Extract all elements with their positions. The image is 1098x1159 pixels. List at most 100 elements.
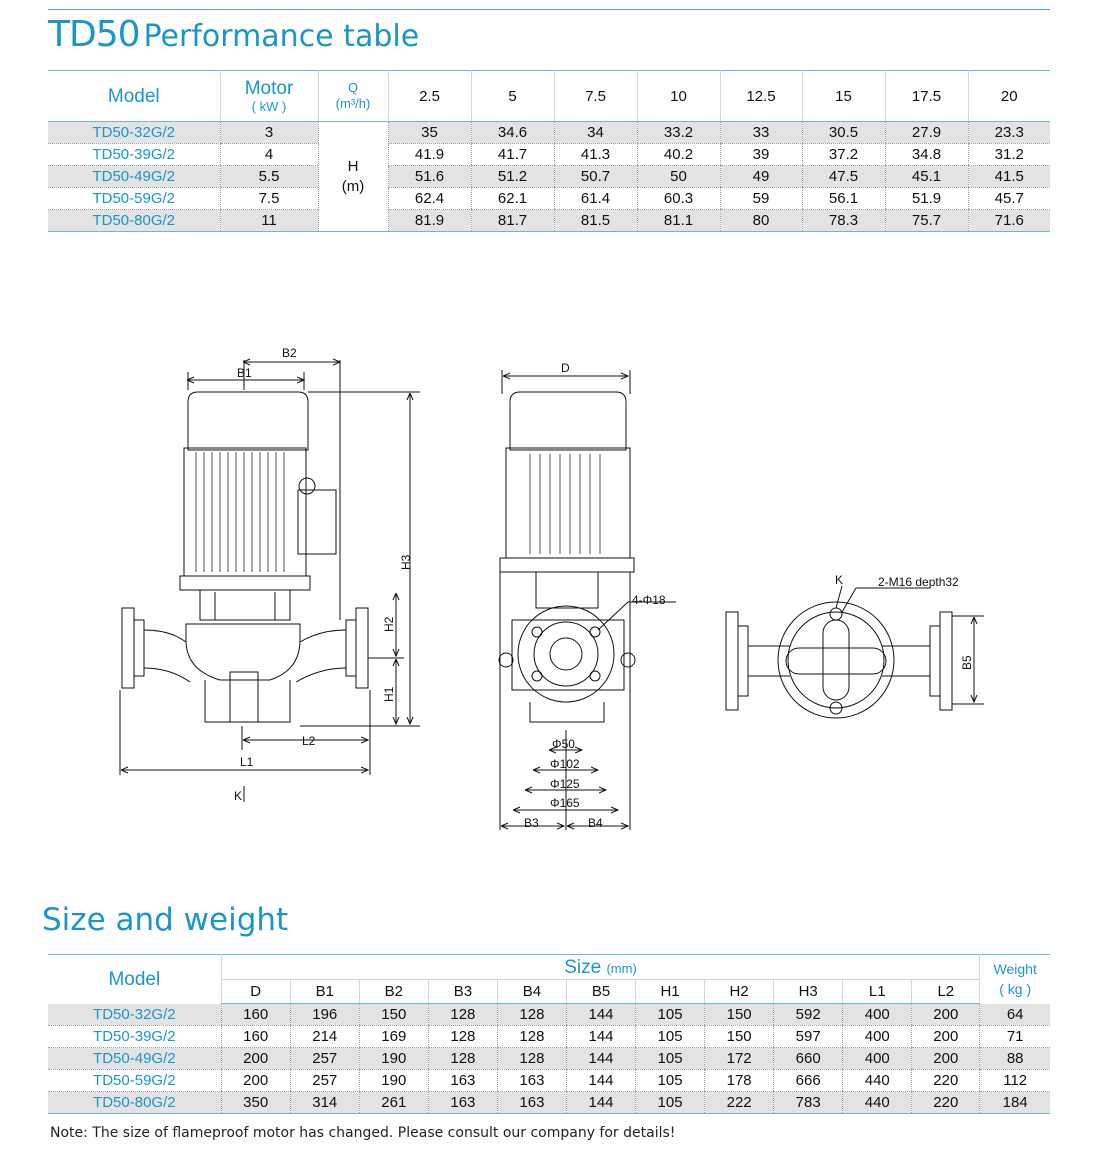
table-row: TD50-49G/2 5.5 51.6 51.2 50.7 50 49 47.5… (48, 165, 1050, 188)
size-col-header: H3 (773, 979, 843, 1004)
size-val: 163 (496, 1069, 567, 1092)
size-val: 257 (289, 1069, 360, 1092)
table-row: TD50-59G/2 200 257 190 163 163 144 105 1… (48, 1069, 1050, 1092)
size-val: 105 (635, 1091, 705, 1114)
size-val: 592 (773, 1003, 843, 1026)
size-val: 144 (565, 1091, 636, 1114)
perf-head: 41.7 (470, 143, 554, 166)
size-weight: 88 (979, 1047, 1050, 1070)
perf-model: TD50-32G/2 (48, 121, 220, 144)
size-val: 222 (704, 1091, 774, 1114)
size-col-header: H1 (635, 979, 705, 1004)
dim-b2-label: B2 (282, 346, 297, 360)
size-model: TD50-59G/2 (48, 1069, 222, 1092)
perf-header-model: Model (48, 70, 220, 122)
perf-motor: 3 (219, 121, 318, 144)
dim-k-label: K (234, 789, 242, 803)
size-val: 105 (635, 1047, 705, 1070)
size-val: 200 (220, 1047, 291, 1070)
perf-head: 60.3 (636, 187, 720, 210)
side-view (498, 370, 676, 830)
size-val: 597 (773, 1025, 843, 1048)
perf-model: TD50-59G/2 (48, 187, 220, 210)
table-row: TD50-32G/2 160 196 150 128 128 144 105 1… (48, 1003, 1050, 1026)
size-val: 190 (358, 1069, 429, 1092)
perf-head: 41.3 (553, 143, 637, 166)
perf-motor: 11 (219, 209, 318, 232)
footnote: Note: The size of flameproof motor has c… (50, 1125, 676, 1141)
dim-h2-label: H2 (382, 616, 396, 632)
size-val: 163 (427, 1069, 498, 1092)
perf-head: 61.4 (553, 187, 637, 210)
perf-head: 41.5 (967, 165, 1050, 188)
dim-d-label: D (561, 361, 570, 375)
holes-label: 4-Φ18 (632, 593, 666, 607)
size-val: 144 (565, 1025, 636, 1048)
size-val: 400 (842, 1025, 912, 1048)
perf-model: TD50-49G/2 (48, 165, 220, 188)
size-val: 144 (565, 1003, 636, 1026)
size-val: 666 (773, 1069, 843, 1092)
size-weight: 64 (979, 1003, 1050, 1026)
size-col-header: D (220, 979, 291, 1004)
size-val: 400 (842, 1003, 912, 1026)
perf-h-label: H(m) (317, 121, 388, 232)
size-val: 144 (565, 1047, 636, 1070)
perf-model: TD50-80G/2 (48, 209, 220, 232)
title-text: Performance table (143, 19, 420, 54)
size-val: 200 (911, 1003, 980, 1026)
dim-b4-label: B4 (588, 816, 603, 830)
perf-head: 81.1 (636, 209, 720, 232)
size-val: 105 (635, 1069, 705, 1092)
size-weight: 184 (979, 1091, 1050, 1114)
perf-head: 33.2 (636, 121, 720, 144)
perf-head: 49 (719, 165, 802, 188)
perf-head: 62.1 (470, 187, 554, 210)
size-val: 190 (358, 1047, 429, 1070)
perf-head: 51.9 (884, 187, 968, 210)
size-val: 128 (496, 1047, 567, 1070)
size-weight: 112 (979, 1069, 1050, 1092)
perf-header-flow: 17.5 (884, 70, 968, 122)
top-view (725, 585, 984, 719)
size-val: 440 (842, 1091, 912, 1114)
dim-l2-label: L2 (302, 734, 316, 748)
size-model: TD50-49G/2 (48, 1047, 222, 1070)
dim-h3-label: H3 (399, 554, 413, 570)
perf-header-flow: 10 (636, 70, 720, 122)
size-val: 200 (220, 1069, 291, 1092)
size-col-header: L1 (842, 979, 912, 1004)
perf-motor: 4 (219, 143, 318, 166)
perf-head: 71.6 (967, 209, 1050, 232)
size-val: 150 (704, 1003, 774, 1026)
size-col-header: B1 (289, 979, 360, 1004)
table-row: TD50-32G/2 3 H(m) 35 34.6 34 33.2 33 30.… (48, 121, 1050, 232)
perf-head: 81.7 (470, 209, 554, 232)
table-row: TD50-39G/2 4 41.9 41.7 41.3 40.2 39 37.2… (48, 143, 1050, 166)
dim-d102-label: Φ102 (550, 757, 580, 771)
perf-head: 34 (553, 121, 637, 144)
size-val: 163 (427, 1091, 498, 1114)
perf-motor: 5.5 (219, 165, 318, 188)
perf-head: 45.1 (884, 165, 968, 188)
dim-d165-label: Φ165 (550, 796, 580, 810)
size-val: 128 (427, 1003, 498, 1026)
size-val: 214 (289, 1025, 360, 1048)
perf-head: 50 (636, 165, 720, 188)
size-title: Size and weight (42, 902, 289, 938)
perf-head: 33 (719, 121, 802, 144)
perf-head: 45.7 (967, 187, 1050, 210)
size-val: 350 (220, 1091, 291, 1114)
size-header-model: Model (108, 968, 161, 990)
perf-motor: 7.5 (219, 187, 318, 210)
size-val: 314 (289, 1091, 360, 1114)
size-val: 128 (427, 1047, 498, 1070)
table-row: TD50-80G/2 11 81.9 81.7 81.5 81.1 80 78.… (48, 209, 1050, 232)
size-val: 196 (289, 1003, 360, 1026)
thread-label: 2-M16 depth32 (878, 575, 959, 589)
dim-b1-label: B1 (237, 366, 252, 380)
size-val: 200 (911, 1047, 980, 1070)
dim-b5-label: B5 (960, 655, 974, 670)
size-col-header: B4 (496, 979, 567, 1004)
perf-head: 80 (719, 209, 802, 232)
